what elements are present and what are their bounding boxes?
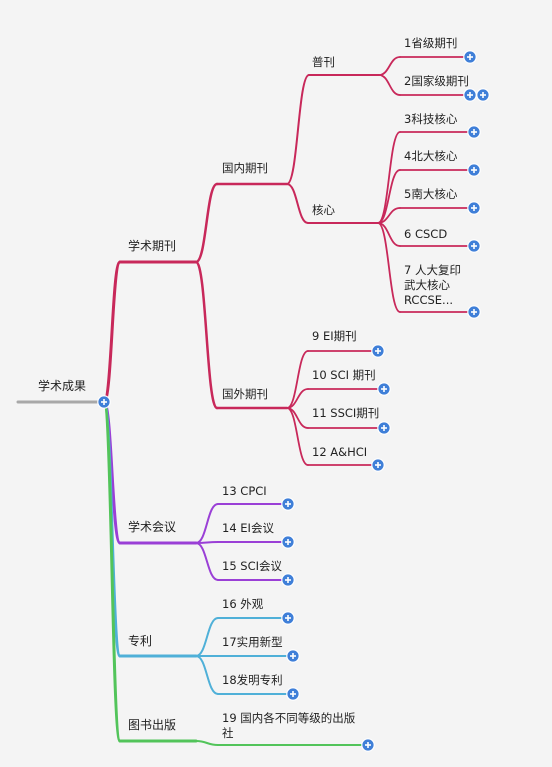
journal-item-label: 4北大核心 <box>404 149 458 163</box>
expand-handle[interactable] <box>361 738 375 752</box>
edge-conference-item <box>195 541 219 544</box>
patent-label: 专利 <box>128 633 152 648</box>
expand-handle[interactable] <box>286 649 300 663</box>
conference-label: 学术会议 <box>128 519 176 534</box>
expand-handle[interactable] <box>281 573 295 587</box>
journal-item-label: 11 SSCI期刊 <box>312 406 379 420</box>
expand-handle[interactable] <box>467 163 481 177</box>
expand-handle[interactable] <box>467 239 481 253</box>
expand-handle[interactable] <box>281 497 295 511</box>
expand-handle[interactable] <box>286 687 300 701</box>
edge-journal-domestic <box>194 182 219 264</box>
edge-book-item <box>195 740 219 746</box>
foreign-label: 国外期刊 <box>222 387 268 401</box>
journal-item-label: 10 SCI 期刊 <box>312 368 376 382</box>
edge-patent-item <box>195 617 219 657</box>
patent-item-label: 16 外观 <box>222 597 264 611</box>
patent-item-label: 18发明专利 <box>222 673 283 687</box>
expand-handle[interactable] <box>371 458 385 472</box>
book-label: 图书出版 <box>128 718 176 732</box>
edge-general-item <box>378 74 401 96</box>
expand-handle[interactable] <box>377 382 391 396</box>
journal-item-label: 5南大核心 <box>404 187 458 201</box>
edge-conference-item <box>195 542 219 581</box>
expand-handle[interactable] <box>281 535 295 549</box>
root-expand-handle[interactable] <box>97 395 111 409</box>
expand-handle[interactable] <box>467 201 481 215</box>
journal-item-label: 2国家级期刊 <box>404 74 469 88</box>
general-label: 普刊 <box>312 55 335 69</box>
edge-core-item7 <box>377 222 401 313</box>
root-label: 学术成果 <box>38 378 86 393</box>
journal-item-label: 12 A&HCI <box>312 445 367 459</box>
expand-handle[interactable] <box>463 50 477 64</box>
edge-domestic-core <box>286 183 309 224</box>
journal-item7-line: RCCSE... <box>404 293 453 307</box>
conference-item-label: 15 SCI会议 <box>222 559 283 573</box>
connector-lines <box>16 56 475 746</box>
book-item-line: 19 国内各不同等级的出版 <box>222 711 356 725</box>
conference-item-label: 14 EI会议 <box>222 521 274 535</box>
core-label: 核心 <box>312 203 335 217</box>
edge-root-book <box>102 400 122 743</box>
journal-item-label: 6 CSCD <box>404 227 447 241</box>
journal-item-label: 3科技核心 <box>404 112 458 126</box>
journal-item-label: 1省级期刊 <box>404 36 457 50</box>
edge-general-item <box>378 56 401 76</box>
edge-patent-item <box>195 655 219 695</box>
expand-handle-outer[interactable] <box>476 88 490 102</box>
edge-root-journal <box>102 260 122 404</box>
journal-item-label: 9 EI期刊 <box>312 329 357 343</box>
domestic-label: 国内期刊 <box>222 161 268 175</box>
edge-journal-foreign <box>194 260 219 410</box>
expand-handle[interactable] <box>377 421 391 435</box>
expand-handle[interactable] <box>467 125 481 139</box>
expand-handle[interactable] <box>467 305 481 319</box>
edge-conference-item <box>195 503 219 544</box>
expand-handle[interactable] <box>463 88 477 102</box>
book-item-line: 社 <box>222 726 234 740</box>
expand-handles <box>97 50 490 752</box>
edge-core-item <box>377 169 401 224</box>
patent-item-label: 17实用新型 <box>222 635 283 649</box>
conference-item-label: 13 CPCI <box>222 484 267 498</box>
expand-handle[interactable] <box>371 344 385 358</box>
journal-label: 学术期刊 <box>128 238 176 253</box>
journal-item7-line: 武大核心 <box>404 278 450 292</box>
journal-item7-line: 7 人大复印 <box>404 263 461 277</box>
expand-handle[interactable] <box>281 611 295 625</box>
edge-foreign-item <box>286 407 309 466</box>
edge-domestic-general <box>286 74 310 185</box>
edge-foreign-item <box>286 350 309 409</box>
